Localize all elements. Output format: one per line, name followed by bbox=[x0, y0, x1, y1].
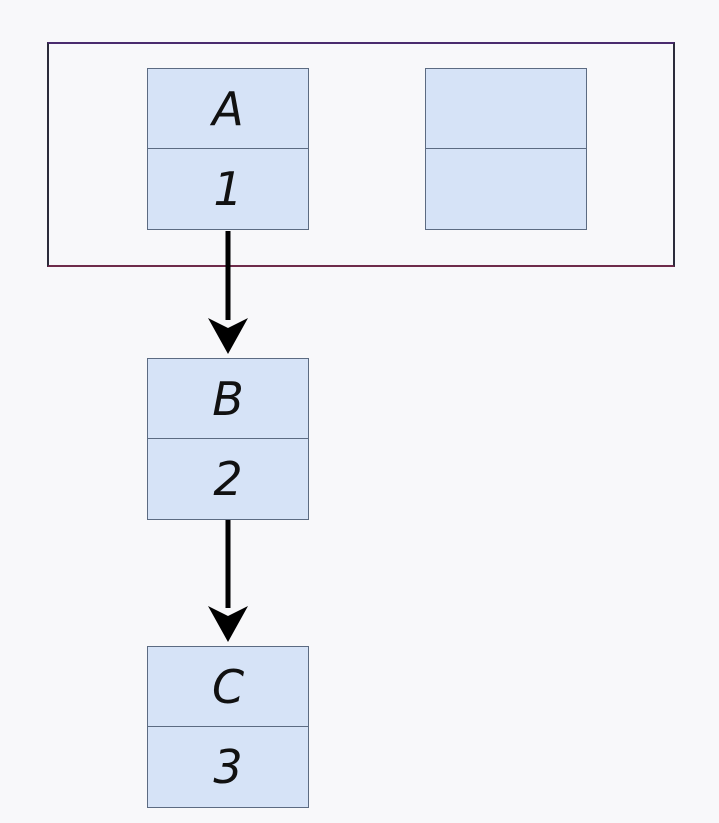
arrow-b-to-c bbox=[208, 520, 248, 642]
node-c-value: 3 bbox=[213, 740, 243, 794]
outer-container-frame bbox=[47, 42, 675, 267]
node-b-value: 2 bbox=[213, 452, 243, 506]
node-a-value: 1 bbox=[213, 162, 243, 216]
node-a-key: A bbox=[148, 69, 308, 149]
node-a[interactable]: A 1 bbox=[147, 68, 309, 230]
node-empty[interactable] bbox=[425, 68, 587, 230]
node-c[interactable]: C 3 bbox=[147, 646, 309, 808]
node-empty-key bbox=[426, 69, 586, 149]
node-b[interactable]: B 2 bbox=[147, 358, 309, 520]
node-c-key: C bbox=[148, 647, 308, 727]
node-b-key: B bbox=[148, 359, 308, 439]
node-empty-value bbox=[426, 149, 586, 229]
